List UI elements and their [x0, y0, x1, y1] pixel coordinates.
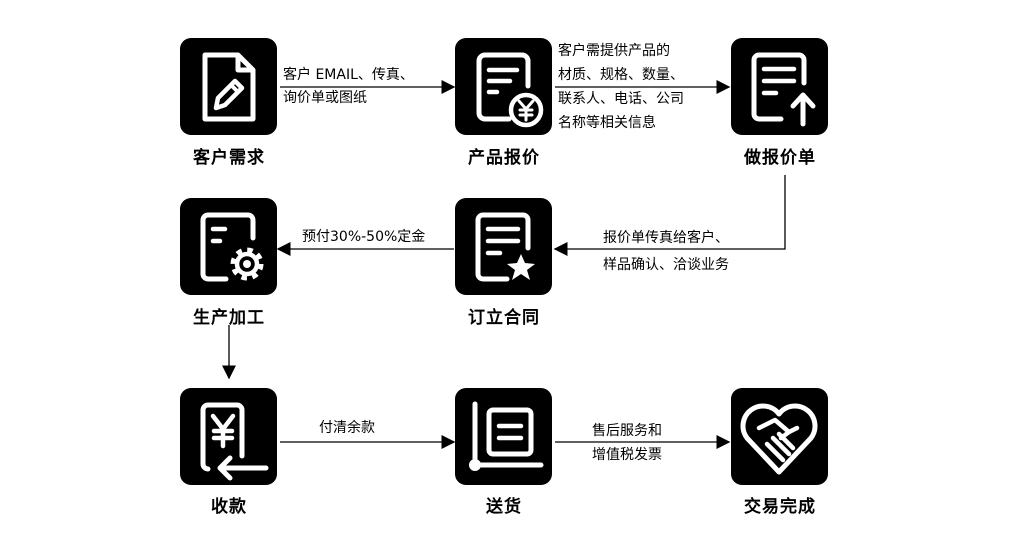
node-contract-label: 订立合同	[468, 308, 540, 328]
node-delivery-tile	[455, 388, 552, 485]
node-complete-label: 交易完成	[744, 497, 816, 517]
node-production-label: 生产加工	[193, 308, 265, 328]
edge-label-demand-to-quote: 客户 EMAIL、传真、 询价单或图纸	[283, 67, 414, 106]
handshake-heart-icon	[740, 403, 818, 475]
document-star-icon	[475, 212, 535, 282]
edge-label-delivery-to-complete: 售后服务和 增值税发票	[592, 423, 662, 463]
node-quote-label: 产品报价	[468, 148, 540, 168]
node-complete-tile	[731, 388, 828, 485]
document-upload-icon	[751, 52, 816, 127]
node-payment-tile	[180, 388, 277, 485]
node-demand-tile	[180, 38, 277, 135]
edge-label-sheet-to-contract: 报价单传真给客户、 样品确认、洽谈业务	[603, 230, 729, 273]
node-quote-sheet-tile	[731, 38, 828, 135]
arrow-sheet-to-contract	[553, 175, 786, 256]
node-demand-label: 客户需求	[193, 148, 265, 168]
node-quote-sheet-label: 做报价单	[744, 148, 816, 168]
node-production-tile	[180, 198, 277, 295]
node-payment-label: 收款	[211, 497, 247, 517]
document-pencil-icon	[202, 52, 256, 122]
node-contract-tile	[455, 198, 552, 295]
document-gear-icon	[200, 212, 264, 282]
document-yuan-icon	[476, 52, 544, 128]
node-quote-tile	[455, 38, 552, 135]
node-delivery-label: 送货	[486, 497, 522, 517]
edge-label-payment-to-delivery: 付清余款	[319, 420, 375, 436]
edge-label-contract-to-production: 预付30%-50%定金	[302, 229, 426, 245]
edge-label-quote-to-sheet: 客户需提供产品的 材质、规格、数量、 联系人、电话、公司 名称等相关信息	[558, 43, 684, 131]
yuan-receive-icon	[200, 402, 269, 481]
delivery-cart-icon	[469, 401, 544, 471]
